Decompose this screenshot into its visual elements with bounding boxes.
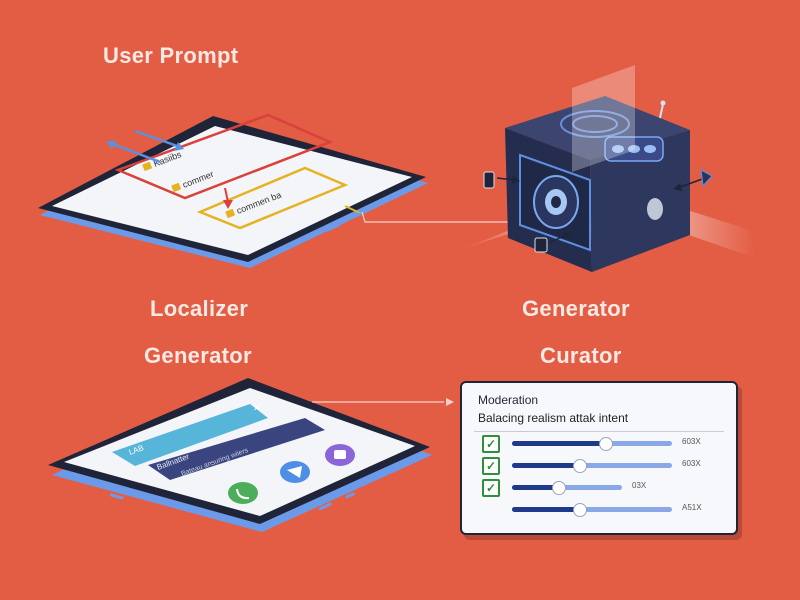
slider-value: 03X bbox=[632, 481, 647, 490]
localizer-tablet: Kasiibs commer commen ba bbox=[38, 113, 428, 268]
curator-panel: Moderation Balacing realism attak intent… bbox=[460, 381, 738, 535]
yellow-selection-box bbox=[196, 166, 349, 230]
generator-tablet: LAB ✕ Ballnatter Bateau ansuring wiiers bbox=[48, 378, 432, 532]
red-arrow bbox=[224, 187, 229, 203]
check-icon[interactable]: ✓ bbox=[482, 479, 500, 497]
slider-knob[interactable] bbox=[573, 503, 588, 517]
user-prompt-label: User Prompt bbox=[103, 43, 239, 68]
moderation-row: ✓ 03X bbox=[482, 479, 722, 497]
slider-value: 603X bbox=[682, 437, 701, 446]
tablet-screen bbox=[52, 126, 412, 255]
slider-value: A51X bbox=[682, 503, 702, 512]
check-icon[interactable]: ✓ bbox=[482, 435, 500, 453]
slider-knob[interactable] bbox=[552, 481, 567, 495]
cube-top bbox=[505, 96, 690, 160]
check-icon[interactable]: ✓ bbox=[482, 457, 500, 475]
slider-value: 603X bbox=[682, 459, 701, 468]
navy-bar bbox=[148, 418, 325, 480]
left-double-arrow bbox=[109, 141, 161, 164]
green-phone-button bbox=[228, 482, 258, 504]
translucent-sheet bbox=[572, 65, 635, 172]
moderation-slider[interactable] bbox=[512, 481, 622, 495]
panel-title: Moderation bbox=[478, 393, 539, 407]
generator-label-bottom: Generator bbox=[144, 343, 252, 368]
moderation-slider[interactable] bbox=[512, 459, 672, 473]
localizer-label: Localizer bbox=[150, 296, 249, 321]
moderation-row: ✓ 603X bbox=[482, 435, 722, 453]
slider-knob[interactable] bbox=[573, 459, 588, 473]
moderation-slider[interactable] bbox=[512, 437, 672, 451]
moderation-row: ✓ A51X bbox=[482, 501, 722, 519]
cube-right-face bbox=[590, 130, 690, 272]
generator-cube bbox=[460, 65, 755, 272]
red-selection-box bbox=[114, 113, 334, 200]
panel-subtitle: Balacing realism attak intent bbox=[478, 411, 629, 425]
curator-label: Curator bbox=[540, 343, 622, 368]
check-icon[interactable]: ✓ bbox=[482, 501, 500, 519]
yellow-arrow bbox=[344, 205, 361, 214]
close-icon: ✕ bbox=[253, 403, 261, 414]
slider-knob[interactable] bbox=[598, 437, 613, 451]
panel-divider bbox=[474, 431, 724, 432]
generator-label-top: Generator bbox=[522, 296, 630, 321]
moderation-slider[interactable] bbox=[512, 503, 672, 517]
moderation-row: ✓ 603X bbox=[482, 457, 722, 475]
teal-bar bbox=[112, 404, 268, 466]
connector-localizer-generator bbox=[361, 211, 520, 223]
